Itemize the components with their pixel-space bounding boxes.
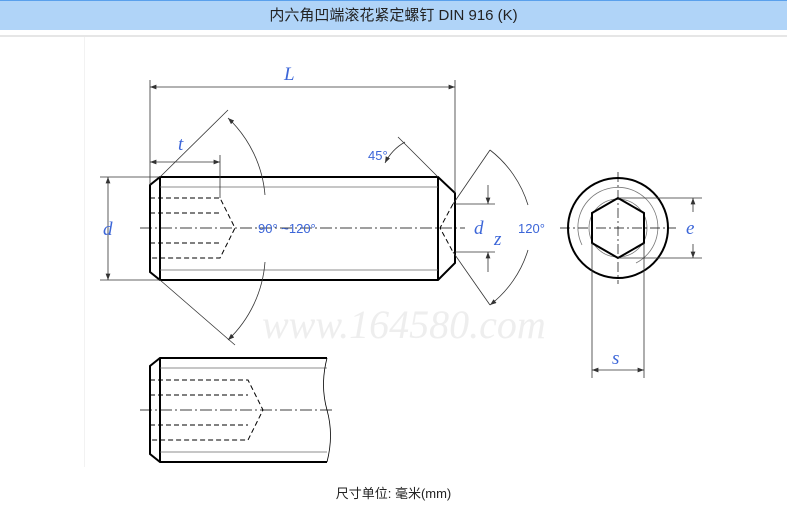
label-chamfer-angle: 45° [368, 148, 388, 163]
page-title: 内六角凹端滚花紧定螺钉 DIN 916 (K) [0, 0, 787, 30]
label-s: s [612, 348, 619, 369]
label-cup-range: 90° ~120° [258, 221, 316, 236]
end-view [560, 172, 676, 284]
label-L: L [283, 64, 295, 85]
label-d: d [103, 219, 113, 240]
label-cup-angle: 120° [518, 221, 545, 236]
label-t: t [178, 134, 184, 155]
label-e: e [686, 218, 694, 239]
label-dz-subscript: z [493, 229, 502, 250]
partial-side-view [140, 357, 335, 463]
units-note: 尺寸单位: 毫米(mm) [335, 486, 452, 501]
side-view [140, 176, 465, 281]
label-dz: d [474, 218, 484, 239]
header-divider [0, 35, 787, 37]
left-divider [84, 37, 85, 467]
end-view-dimensions [591, 197, 702, 378]
watermark: www.164580.com [262, 302, 546, 347]
dimension-lines [100, 80, 529, 346]
